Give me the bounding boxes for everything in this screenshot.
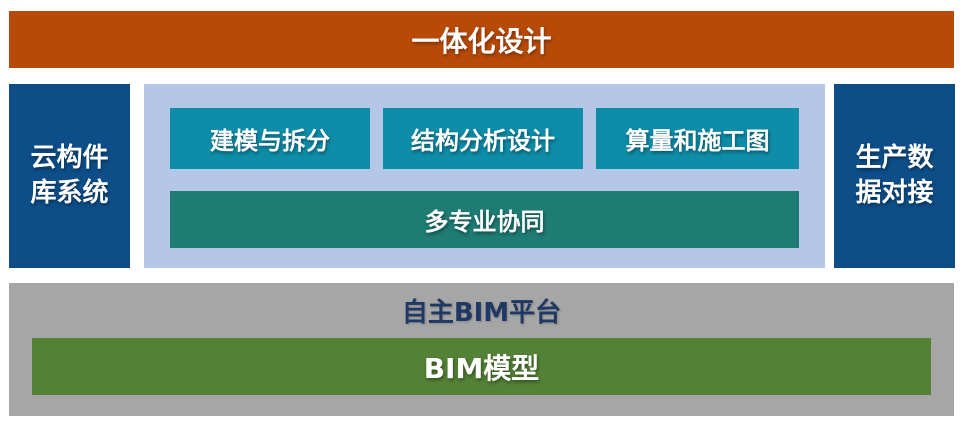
integrated-design-label: 一体化设计 [411,24,552,58]
module-modeling-splitting: 建模与拆分 [170,108,370,169]
module-structural-analysis: 结构分析设计 [383,108,583,169]
bim-platform-band: 自主BIM平台 BIM模型 [9,283,954,416]
module-quantity-construction-drawing-label: 算量和施工图 [625,127,770,155]
production-data-label: 生产数据对接 [855,142,934,208]
cloud-component-library-panel: 云构件库系统 [9,84,130,268]
multi-discipline-collaboration-label: 多专业协同 [424,208,545,236]
bim-model-box: BIM模型 [32,338,931,395]
design-modules-container: 建模与拆分 结构分析设计 算量和施工图 多专业协同 [144,84,825,268]
bim-model-label: BIM模型 [423,351,540,385]
production-data-panel: 生产数据对接 [834,84,955,268]
multi-discipline-collaboration-box: 多专业协同 [170,191,799,248]
cloud-component-library-label: 云构件库系统 [30,142,109,208]
bim-platform-title: 自主BIM平台 [9,283,954,338]
module-structural-analysis-label: 结构分析设计 [411,127,555,155]
module-quantity-construction-drawing: 算量和施工图 [596,108,799,169]
integrated-design-banner: 一体化设计 [9,11,954,68]
module-modeling-splitting-label: 建模与拆分 [210,127,330,155]
bim-platform-label: 自主BIM平台 [401,298,562,328]
